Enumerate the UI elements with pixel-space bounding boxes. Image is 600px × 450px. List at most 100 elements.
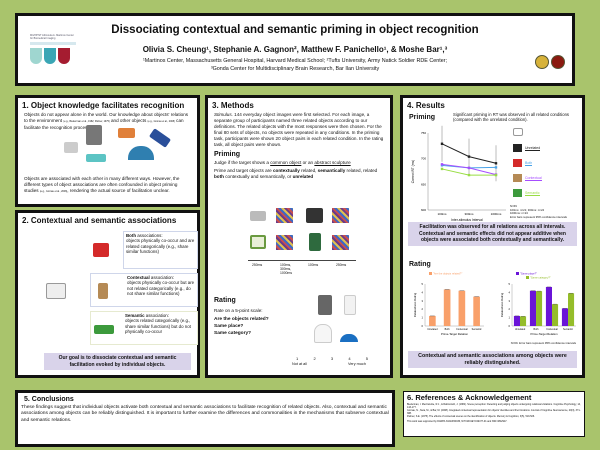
- scale-point[interactable]: 2: [313, 356, 316, 361]
- timeline-label: 100ms, 300ms, 1000ms: [280, 263, 293, 275]
- conclusion-text: These findings suggest that individual o…: [21, 405, 389, 423]
- section-references: 6. References & Acknowledgement Biederma…: [403, 391, 585, 437]
- x-tick-label: 1000ms: [491, 212, 502, 216]
- tent-image: [128, 146, 154, 160]
- y-tick-label: 750: [421, 131, 426, 135]
- y-axis-label: Relatedness Rating: [413, 292, 417, 317]
- shopping-cart-image: [513, 128, 523, 136]
- bar: [458, 290, 466, 326]
- legend-item: Semantic: [513, 189, 540, 197]
- data-point: [494, 166, 498, 169]
- sculpture-image: [309, 233, 321, 251]
- natick-seal: [551, 55, 565, 69]
- authors: Olivia S. Cheung¹, Stephanie A. Gagnon²,…: [142, 45, 448, 54]
- flowers-image: [250, 235, 266, 249]
- data-point: [467, 155, 471, 158]
- priming-subheading: Priming: [409, 114, 436, 121]
- priming-finding-highlight: Facilitation was observed for all relati…: [408, 222, 577, 246]
- bar: [536, 291, 543, 326]
- scale-point[interactable]: 4: [348, 356, 351, 361]
- x-tick-label: 300ms: [464, 212, 474, 216]
- goal-highlight: Our goal is to dissociate contextual and…: [44, 353, 191, 370]
- bar: [568, 293, 575, 326]
- y-axis-label: Correct RT (ms): [411, 160, 415, 184]
- section-object-knowledge: 1. Object knowledge facilitates recognit…: [15, 95, 200, 207]
- rating-finding-highlight: Contextual and semantic associations amo…: [408, 351, 577, 368]
- scale-point[interactable]: 3: [330, 356, 334, 361]
- y-tick-label: 1: [422, 316, 424, 320]
- rating-note: N=69. Error bars represent 95% confidenc…: [510, 341, 576, 345]
- oven-mitt-image: [86, 154, 106, 162]
- section-heading: 2. Contextual and semantic associations: [22, 216, 177, 225]
- question: Same place?: [214, 324, 244, 329]
- section-conclusions: 5. Conclusions These findings suggest th…: [15, 390, 395, 447]
- baseball-cap-image: [340, 334, 358, 342]
- army-seal: [535, 55, 549, 69]
- y-tick-label: 4: [509, 290, 511, 294]
- affiliation-2: ³Gonda Center for Multidisciplinary Brai…: [210, 66, 380, 72]
- contextual-association-box: Contextual association:objects physicall…: [90, 273, 198, 307]
- y-tick-label: 5: [509, 282, 511, 286]
- y-tick-label: 5: [422, 282, 424, 286]
- acknowledgement: This work was supported by DARPA N10AP20…: [407, 420, 508, 423]
- scale-point[interactable]: 1: [296, 356, 299, 361]
- mask-image: [332, 235, 349, 250]
- stove-image: [86, 125, 102, 145]
- bar: [473, 296, 480, 326]
- bar: [561, 308, 568, 326]
- y-tick-label: 2: [509, 307, 511, 311]
- timeline-label: 100ms: [308, 263, 319, 267]
- y-tick-label: 650: [421, 182, 426, 186]
- section-heading: 3. Methods: [212, 101, 254, 110]
- apron-image: [344, 295, 356, 315]
- mask-image: [276, 235, 293, 250]
- priming-subheading: Priming: [214, 151, 241, 158]
- stove-image: [318, 295, 332, 315]
- semantic-association-box: Semantic association:objects related cat…: [90, 311, 198, 345]
- confound-paragraph: Objects are associated with each other i…: [24, 176, 180, 193]
- scale-point[interactable]: 5: [365, 356, 368, 361]
- y-tick-label: 3: [422, 299, 424, 303]
- y-axis-label: Relatedness Rating: [500, 292, 504, 317]
- data-point: [440, 142, 444, 145]
- x-tick-label: Contextual: [546, 328, 558, 331]
- x-tick-label: Contextual: [456, 328, 468, 331]
- affiliation-1: ¹Martinos Center, Massachusetts General …: [142, 58, 448, 64]
- data-point: [440, 167, 444, 171]
- reference: Gronau, N., Neta, M., & Bar, M. (2008). …: [407, 409, 581, 415]
- legend-item: Unrelated: [513, 144, 541, 152]
- prime-object-icon: [513, 144, 522, 152]
- legend-label: Both: [525, 160, 533, 166]
- note: N=69: [510, 204, 517, 208]
- x-tick-label: Semantic: [472, 328, 483, 331]
- data-point: [440, 163, 444, 166]
- bar: [545, 286, 552, 326]
- scale-high-label: Very much: [348, 362, 366, 366]
- y-tick-label: 3: [509, 299, 511, 303]
- bar: [529, 290, 536, 326]
- section-heading: 5. Conclusions: [24, 396, 74, 403]
- question: Are the objects related?: [214, 317, 269, 322]
- sewing-machine-image: [250, 211, 266, 221]
- bar: [443, 289, 451, 326]
- section-heading: 6. References & Acknowledgement: [407, 393, 532, 402]
- y-tick-label: 0: [509, 324, 511, 328]
- x-tick-label: 100ms: [437, 212, 447, 216]
- sleeping-bag-image: [148, 128, 172, 148]
- y-tick-label: 600: [421, 208, 426, 212]
- y-tick-label: 0: [422, 324, 424, 328]
- martinos-logo: MGH/HST Athinoula A. Martinos Center for…: [30, 34, 76, 64]
- y-tick-label: 700: [421, 157, 426, 161]
- wheelbarrow-image: [94, 325, 114, 334]
- x-tick-label: Semantic: [563, 328, 574, 331]
- section-heading: 1. Object knowledge facilitates recognit…: [22, 101, 185, 110]
- intro-paragraph: Objects do not appear alone in the world…: [24, 112, 189, 130]
- chef-hat-image: [314, 324, 332, 343]
- data-point: [494, 162, 498, 165]
- rating-subheading: Rating: [214, 297, 236, 304]
- legend-swatch: [526, 276, 529, 279]
- both-association-box: Both associations:objects physically co-…: [123, 231, 198, 269]
- judge-instruction: Judge if the target shows a common objec…: [214, 160, 351, 165]
